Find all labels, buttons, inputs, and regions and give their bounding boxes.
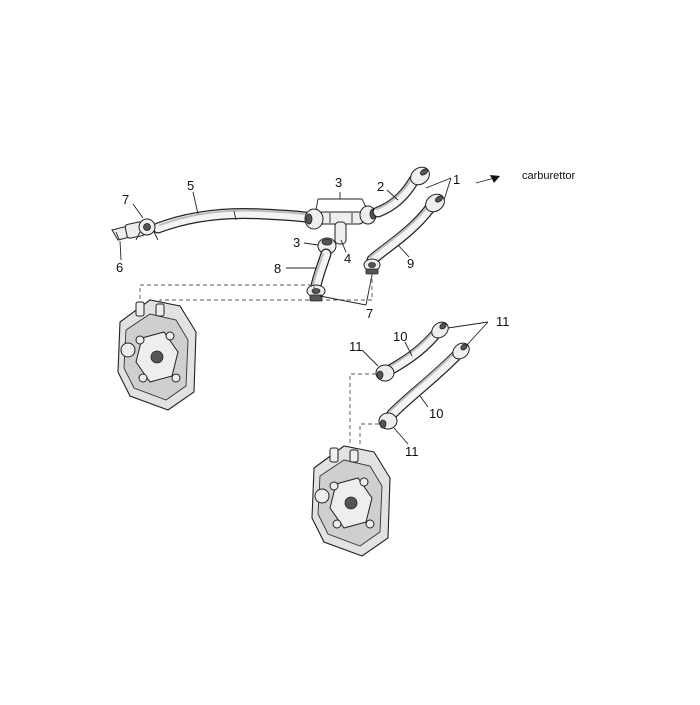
hose-end-1-top [410, 166, 430, 186]
callout-7-left: 7 [122, 192, 129, 207]
cylinder-head-upper [117, 299, 197, 411]
callout-1: 1 [453, 172, 460, 187]
cylinder-head-lower [311, 445, 391, 557]
hose-end-1-bottom [425, 193, 445, 213]
callout-8: 8 [274, 261, 281, 276]
callout-11-left: 11 [349, 339, 363, 354]
hose-end-11-top [431, 321, 449, 339]
hose-end-11-right [452, 342, 470, 360]
callout-5: 5 [187, 178, 194, 193]
hose-end-11-bottom [378, 412, 398, 430]
guide-lines-lower [349, 373, 379, 444]
callout-6: 6 [116, 260, 123, 275]
callout-3-left: 3 [293, 235, 300, 250]
callout-11-bottom: 11 [405, 444, 419, 459]
hose-9 [366, 202, 436, 266]
clamp-9 [363, 258, 381, 275]
carburettor-arrow [475, 175, 500, 184]
hose-end-11-left [375, 364, 395, 382]
clamp-7-left [135, 218, 159, 241]
carburettor-label: carburettor [522, 170, 576, 182]
callout-10-top: 10 [393, 329, 407, 344]
hose-2 [372, 174, 420, 218]
leader-lines [119, 177, 489, 445]
guide-lines-upper [139, 272, 373, 308]
callout-3-top: 3 [335, 175, 342, 190]
callout-2: 2 [377, 179, 384, 194]
hose-8 [310, 248, 332, 292]
callout-9: 9 [407, 256, 414, 271]
hose-end-3-top [304, 208, 324, 230]
callout-11-top-right: 11 [496, 314, 510, 329]
callout-10-bottom: 10 [429, 406, 443, 421]
hose-5 [152, 208, 318, 234]
callout-7-bottom: 7 [366, 306, 373, 321]
hose-10-bottom [386, 350, 462, 420]
callout-4: 4 [344, 251, 351, 266]
clamp-7-bottom [306, 284, 326, 302]
